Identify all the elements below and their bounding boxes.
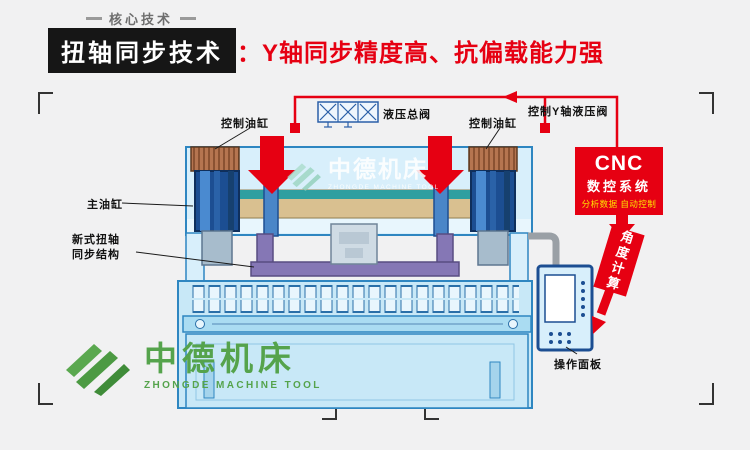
main-cylinder-right bbox=[470, 170, 516, 232]
panel-buttons bbox=[549, 281, 585, 344]
press-force-arrow-left-icon bbox=[248, 136, 296, 194]
cnc-subtitle: 数控系统 bbox=[586, 179, 651, 194]
label-hydraulic-main-valve: 液压总阀 bbox=[383, 109, 431, 121]
main-cylinder-left bbox=[194, 170, 240, 232]
die-rail-row1 bbox=[189, 285, 519, 298]
hydraulic-valve-symbol bbox=[317, 101, 379, 128]
cnc-to-angle-arrow-icon bbox=[609, 213, 635, 239]
watermark-name-cn: 中德机床 bbox=[328, 156, 428, 182]
panel-screen bbox=[544, 274, 576, 323]
brand-name-cn: 中德机床 bbox=[144, 339, 296, 377]
lower-cabinet bbox=[185, 333, 529, 409]
brand-logo-icon bbox=[66, 344, 130, 396]
hydraulic-circuit-lines bbox=[293, 95, 619, 147]
center-sync-block bbox=[330, 223, 378, 265]
piston-rod-right bbox=[477, 230, 509, 266]
kicker-line-right bbox=[180, 17, 197, 20]
page-title: 扭轴同步技术 ：Y轴同步精度高、抗偏载能力强 bbox=[48, 28, 604, 73]
watermark: 中德机床 ZHONGDE MACHINE TOOL bbox=[284, 158, 440, 191]
brand-name-en: ZHONGDE MACHINE TOOL bbox=[144, 379, 322, 391]
kicker: 核心技术 bbox=[86, 9, 197, 28]
crop-mark-bottom-left bbox=[38, 383, 53, 405]
kicker-text: 核心技术 bbox=[109, 12, 174, 27]
angle-to-panel-arrow-icon bbox=[592, 285, 616, 334]
crop-mark-bottom-right bbox=[699, 383, 714, 405]
flow-arrowhead-left-icon bbox=[503, 91, 517, 103]
label-torsion-structure: 新式扭轴 同步结构 bbox=[72, 233, 120, 263]
brand-logo: 中德机床 ZHONGDE MACHINE TOOL bbox=[60, 336, 322, 396]
crop-mark-bottom-center-right bbox=[424, 402, 439, 420]
crop-mark-top-right bbox=[699, 92, 714, 114]
label-control-y-axis-valve: 控制Y轴液压阀 bbox=[528, 106, 609, 118]
torsion-shaft-structure bbox=[250, 233, 460, 277]
die-rail-row2 bbox=[189, 300, 519, 313]
label-leader-lines bbox=[121, 127, 578, 355]
clamp-bar bbox=[182, 315, 532, 333]
press-force-arrow-right-icon bbox=[416, 136, 464, 194]
side-frame-right bbox=[509, 232, 529, 284]
control-cylinder-head-right bbox=[468, 146, 518, 172]
title-secondary: ：Y轴同步精度高、抗偏载能力强 bbox=[237, 40, 605, 67]
crop-mark-bottom-center-left bbox=[322, 402, 337, 420]
label-main-cylinder: 主油缸 bbox=[87, 199, 123, 211]
label-torsion-line1: 新式扭轴 bbox=[72, 234, 120, 246]
title-primary: 扭轴同步技术 bbox=[48, 28, 236, 73]
cnc-title: CNC bbox=[594, 152, 644, 175]
solenoid-block-right bbox=[540, 123, 550, 133]
panel-conduit-pipe bbox=[528, 232, 560, 266]
label-control-cylinder-left: 控制油缸 bbox=[221, 118, 269, 130]
press-brake-machine bbox=[177, 146, 533, 409]
watermark-logo-icon bbox=[287, 162, 321, 191]
label-control-cylinder-right: 控制油缸 bbox=[469, 118, 517, 130]
solenoid-block-left bbox=[290, 123, 300, 133]
kicker-line-left bbox=[86, 17, 102, 20]
cnc-system-box: CNC 数控系统 分析数据 自动控制 bbox=[575, 147, 663, 215]
piston-rod-left bbox=[201, 230, 233, 266]
control-cylinder-head-left bbox=[190, 146, 240, 172]
watermark-name-en: ZHONGDE MACHINE TOOL bbox=[328, 184, 440, 191]
cnc-caption: 分析数据 自动控制 bbox=[581, 199, 657, 209]
label-torsion-line2: 同步结构 bbox=[72, 248, 120, 261]
crop-mark-top-left bbox=[38, 92, 53, 114]
label-operation-panel: 操作面板 bbox=[554, 359, 602, 371]
operation-panel bbox=[536, 264, 594, 352]
